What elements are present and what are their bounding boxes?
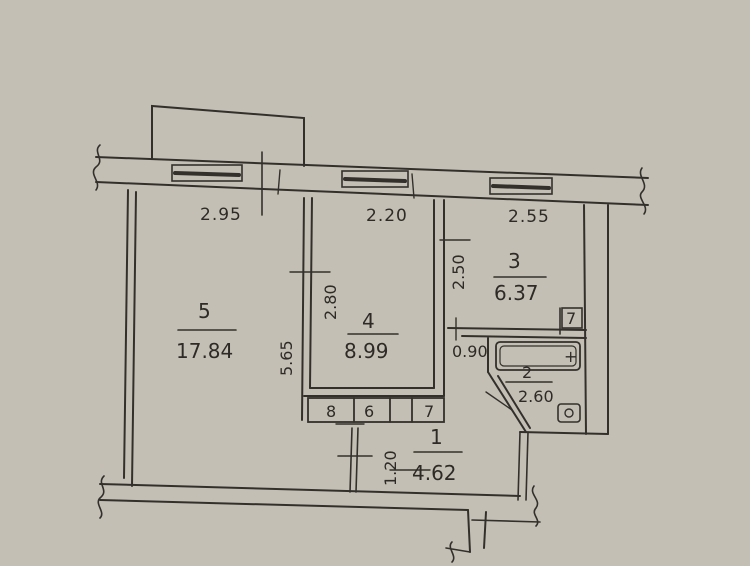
window-mark-2	[411, 173, 415, 199]
dimension-room5-height: 5.65	[277, 340, 296, 376]
room-6-number: 6	[364, 402, 374, 421]
room-3-area: 6.37	[494, 281, 539, 305]
exterior-wall-top	[92, 144, 649, 215]
closets	[307, 397, 445, 423]
room-3-number: 3	[508, 249, 521, 273]
dimension-top-middle: 2.20	[366, 206, 408, 226]
dimension-room4-height: 2.80	[321, 284, 340, 320]
dimension-room2-width: 0.90	[452, 342, 488, 361]
room-8-number: 8	[326, 402, 336, 421]
window-left	[171, 164, 243, 182]
bath-box-7-mark: 7	[566, 309, 576, 328]
washbasin	[557, 403, 581, 423]
dimension-room3-height: 2.50	[449, 254, 468, 290]
dimension-ticks	[289, 239, 471, 471]
exterior-wall-right	[519, 204, 609, 435]
dimension-top-right: 2.55	[508, 207, 550, 227]
window-middle	[341, 170, 409, 188]
bathroom	[485, 337, 581, 433]
room-5-number: 5	[198, 299, 211, 323]
room-7-number: 7	[424, 402, 434, 421]
room-1-number: 1	[430, 425, 443, 449]
bathtub	[495, 341, 581, 371]
exterior-wall-bottom	[97, 475, 541, 563]
room-4-number: 4	[362, 309, 375, 333]
partition-room-4	[301, 197, 445, 421]
room-4-area: 8.99	[344, 339, 389, 363]
window-mark-1	[277, 169, 281, 195]
hall-marks	[335, 423, 529, 501]
balcony	[151, 104, 305, 167]
room-2-area: 2.60	[518, 387, 554, 406]
partition-room-3	[447, 307, 587, 339]
window-right	[489, 177, 553, 195]
area-underlines	[177, 276, 553, 453]
room-5-area: 17.84	[176, 339, 233, 363]
dimension-hall-height: 1.20	[381, 450, 400, 486]
bathtub-plus-mark: +	[564, 347, 577, 366]
room-1-area: 4.62	[412, 461, 457, 485]
exterior-wall-left	[123, 189, 137, 487]
room-2-number: 2	[522, 363, 532, 382]
dimension-top-left: 2.95	[200, 205, 242, 225]
